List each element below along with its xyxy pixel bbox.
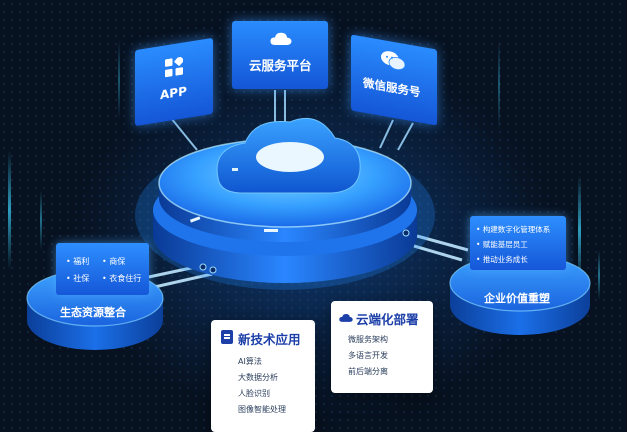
cloud-deploy-card: 云端化部署 微服务架构 多语言开发 前后端分离 [331, 301, 433, 393]
app-grid-icon [165, 56, 183, 78]
cloud-icon [270, 32, 292, 45]
new-tech-card-title: 新技术应用 [238, 332, 301, 347]
panel-item-business-growth: • 推动业务成长 [476, 255, 528, 264]
new-tech-item-face: 人脸识别 [238, 389, 270, 398]
wechat-icon [381, 51, 405, 71]
app-card-label: APP [160, 83, 187, 103]
app-card: APP [135, 37, 213, 127]
wechat-card: 微信服务号 [351, 34, 437, 126]
cloud-deploy-item-frontend-backend: 前后端分离 [348, 367, 388, 376]
panel-item-empower-staff: • 赋能基层员工 [476, 240, 528, 249]
left-platform-title: 生态资源整合 [60, 306, 126, 319]
new-tech-item-ai: AI算法 [238, 357, 262, 366]
right-info-panel: • 构建数字化管理体系 • 赋能基层员工 • 推动业务成长 [470, 216, 566, 270]
wechat-card-label: 微信服务号 [363, 75, 421, 100]
cloud-icon [339, 314, 353, 322]
new-tech-item-image: 图像智能处理 [238, 405, 286, 414]
new-tech-item-bigdata: 大数据分析 [238, 373, 278, 382]
right-platform-title: 企业价值重塑 [484, 292, 550, 305]
panel-item-digital-system: • 构建数字化管理体系 [476, 225, 551, 234]
panel-item-shebao: • 社保 [66, 274, 90, 283]
document-icon [221, 330, 233, 344]
left-info-panel: • 福利 • 商保 • 社保 • 衣食住行 [56, 243, 149, 295]
cloud-deploy-item-microservice: 微服务架构 [348, 335, 388, 344]
panel-item-yishizhuxing: • 衣食住行 [102, 274, 142, 283]
cloud-platform-card: 云服务平台 [232, 21, 328, 89]
cloud-deploy-card-title: 云端化部署 [356, 312, 419, 327]
cloud-deploy-item-multilang: 多语言开发 [348, 351, 388, 360]
new-tech-card: 新技术应用 AI算法 大数据分析 人脸识别 图像智能处理 [211, 320, 315, 432]
panel-item-shangbao: • 商保 [102, 257, 126, 266]
cloud-platform-card-label: 云服务平台 [249, 58, 312, 73]
panel-item-fuli: • 福利 [66, 257, 90, 266]
